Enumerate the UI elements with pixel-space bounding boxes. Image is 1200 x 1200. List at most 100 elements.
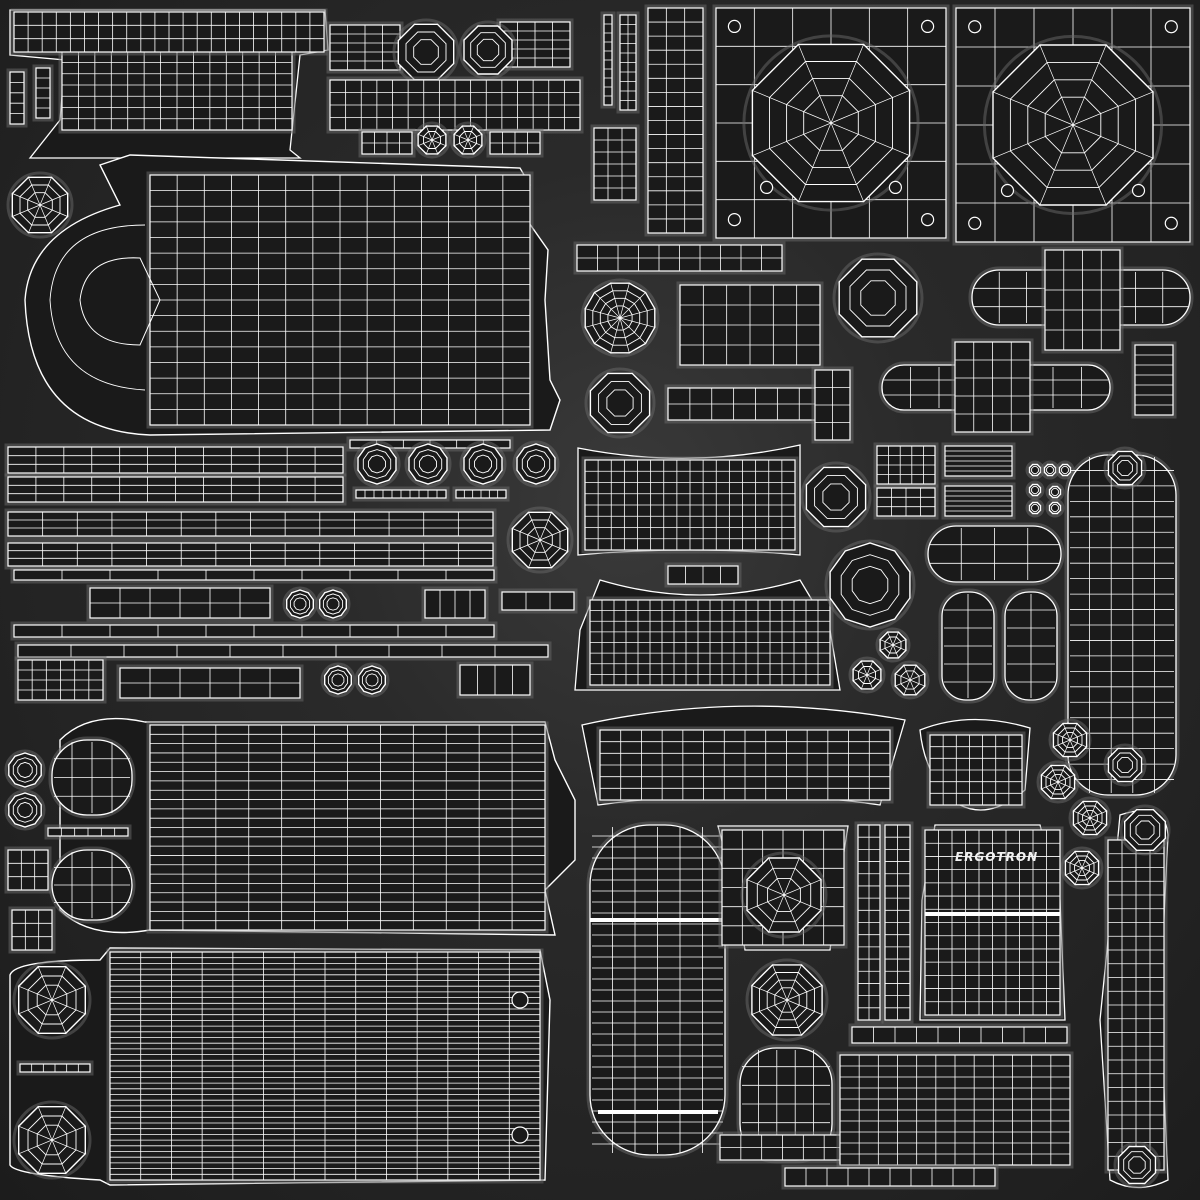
small-disc-r1-halo (1048, 718, 1092, 762)
bottom-housing-grid-halo (106, 948, 544, 1184)
ergotron-panel-grid-halo (921, 826, 1064, 1019)
bolt-head-top-left-halo (6, 171, 74, 239)
arm-clamp-halo (811, 366, 854, 444)
small-bracket-b-grid (36, 77, 50, 109)
washer-a-halo (353, 440, 401, 488)
hinge-boss-b-halo (449, 121, 487, 159)
micro-ring-g-ring-1 (1051, 504, 1059, 512)
vent-block-d-halo (941, 482, 1016, 520)
curved-band-a-grid-grid (585, 460, 795, 550)
clip-island-grid (594, 128, 636, 200)
square-plate-a-hole-3 (920, 213, 935, 227)
small-bracket-b (35, 67, 51, 119)
knob-disc-halo (745, 958, 829, 1042)
base-bar-a-halo (848, 1023, 1071, 1047)
washer-c-halo (459, 440, 507, 488)
fastener-a-ring-2 (293, 597, 307, 611)
square-plate-a-hole-5 (888, 180, 903, 194)
tick-strip-c-grid (463, 490, 499, 498)
tick-strip-b-halo (352, 486, 450, 502)
micro-ring-a-ring-0 (1028, 463, 1042, 477)
washer-a-ring-2 (368, 454, 386, 474)
diagonal-arm-eye-top-ring-0 (1123, 809, 1167, 851)
oval-pad-a-grid (944, 594, 992, 698)
long-bar-a-grid (8, 447, 343, 473)
vstrip-b-halo (616, 11, 640, 114)
square-plate-a-hole-1 (920, 19, 935, 33)
micro-ring-d-halo (1025, 480, 1045, 500)
fastener-b-ring-1 (322, 593, 344, 615)
vent-block-c-halo (873, 484, 939, 520)
diagonal-arm-eye-top-ring-1 (1129, 814, 1161, 846)
center-bush-halo (584, 367, 656, 439)
octagon-ring-right-ring-1 (849, 269, 907, 327)
washer-b-ring-2 (419, 454, 437, 474)
slot-plate-b-halo (116, 664, 304, 702)
bolt-head-top-left-spokes (12, 177, 68, 233)
center-bush-ring-2 (606, 389, 634, 417)
square-plate-b-halo (952, 4, 1194, 246)
small-ring-left-a-ring-1 (12, 757, 38, 783)
grille-b-halo (456, 661, 534, 699)
bottom-eye-b-spokes (18, 1106, 86, 1174)
washer-a-ring-1 (362, 449, 392, 479)
small-disc-r2-halo (1036, 760, 1080, 804)
fastener-d-ring-2 (365, 673, 379, 687)
collar-ring-ring-0 (829, 542, 911, 628)
hinge-boss-b-spokes (453, 125, 483, 155)
link-eye-a-ring-1 (405, 31, 447, 73)
clip-island-halo (590, 124, 640, 204)
right-arm-eye-top-halo (1103, 446, 1147, 490)
capsule-mid-right-core-halo (951, 338, 1034, 436)
vent-block-b-grid (945, 450, 1012, 472)
washer-b-halo (404, 440, 452, 488)
small-cup-left-halo (8, 906, 56, 954)
bottom-eye-a-halo (12, 960, 92, 1040)
long-bar-b-halo (4, 473, 347, 506)
center-bush-ring-0 (589, 372, 651, 434)
washer-b-ring-1 (413, 449, 443, 479)
micro-ring-c-ring-0 (1058, 463, 1072, 477)
washer-d-ring-1 (521, 449, 551, 479)
main-body-end-arcs (49, 224, 146, 391)
small-block-left (7, 849, 49, 891)
octagon-ring-right-halo (832, 252, 924, 344)
vent-block-b-halo (941, 442, 1016, 480)
cup-grid-halo (926, 731, 1026, 809)
small-tab-a (501, 591, 575, 611)
square-plate-a-hole-2 (727, 213, 742, 227)
lower-housing-grid-grid (150, 725, 545, 930)
square-plate-a-center-halo (742, 34, 920, 212)
grille-a-halo (421, 586, 489, 622)
bezel-grid-halo (718, 826, 848, 949)
square-plate-a-center-spokes (752, 44, 910, 202)
square-plate-a-hole-0 (727, 19, 742, 33)
micro-ring-f-ring-0 (1028, 501, 1042, 515)
octagon-ring-right-ring-2 (860, 280, 896, 316)
vent-block-c-grid (877, 488, 935, 516)
small-tab-a-halo (498, 588, 578, 614)
capsule-center-right-halo (924, 522, 1065, 586)
oval-pad-a-halo (938, 588, 998, 704)
small-ring-left-a-ring-2 (17, 761, 33, 779)
vstrip-d-grid (885, 825, 910, 1020)
micro-ring-c-ring-1 (1061, 466, 1069, 474)
micro-ring-b-ring-0 (1043, 463, 1057, 477)
fastener-a-ring-1 (289, 593, 311, 615)
pod-band-b (598, 1110, 718, 1114)
small-cup-left-grid (12, 910, 52, 950)
disc-right-a-ring-2 (822, 483, 850, 511)
washer-d-ring-2 (527, 454, 545, 474)
bracket-tab-halo (664, 562, 742, 588)
vstrip-a-grid (604, 23, 612, 97)
connector-block-grid (18, 660, 103, 700)
fastener-b-ring-2 (326, 597, 340, 611)
bottom-eye-b-halo (12, 1100, 92, 1180)
fastener-c-ring-1 (327, 669, 349, 691)
long-bar-e-halo (10, 566, 498, 584)
square-plate-b-hole-3 (1164, 216, 1178, 230)
link-arm-a-grid (330, 25, 400, 70)
hinge-plate-island-grid (330, 80, 580, 130)
hinge-tab-b-grid (490, 132, 540, 154)
pod-band-a (590, 918, 725, 922)
